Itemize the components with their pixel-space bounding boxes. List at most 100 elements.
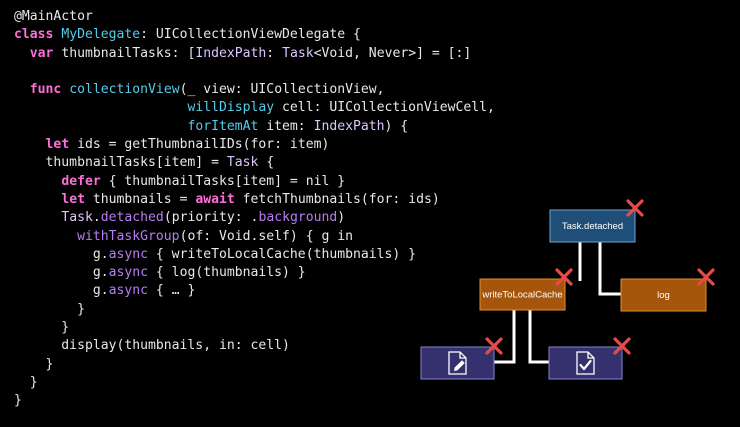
code-line: let thumbnails = await fetchThumbnails(f…: [14, 191, 495, 209]
code-line: g.async { writeToLocalCache(thumbnails) …: [14, 246, 495, 264]
code-token: (priority: .: [163, 210, 259, 226]
checked-document-icon: [576, 351, 595, 375]
code-token: withTaskGroup: [77, 228, 180, 244]
code-token: }: [14, 393, 22, 409]
code-token: .: [92, 210, 101, 226]
code-token: @MainActor: [14, 9, 93, 24]
code-token: await: [195, 191, 235, 207]
code-token: thumbnails =: [84, 191, 196, 207]
node-task-detached-label: Task.detached: [562, 221, 623, 232]
code-token: fetchThumbnails(for: ids): [234, 191, 440, 207]
connector-write-to-child1: [493, 310, 516, 364]
code-line: defer { thumbnailTasks[item] = nil }: [14, 173, 495, 191]
code-token: { writeToLocalCache(thumbnails) }: [148, 246, 417, 262]
node-child-checked-document-box: [548, 346, 623, 380]
node-child-checked-document: [548, 346, 623, 380]
code-token: }: [14, 374, 38, 390]
cancel-x-icon: [697, 268, 715, 286]
code-line: var thumbnailTasks: [IndexPath: Task<Voi…: [14, 45, 495, 63]
code-token: [14, 119, 187, 134]
code-line: thumbnailTasks[item] = Task {: [14, 154, 495, 172]
node-log-box: [620, 278, 707, 312]
code-line: }: [14, 319, 495, 337]
code-token: <Void, Never>] = [:]: [313, 45, 472, 61]
code-token: func: [29, 82, 62, 98]
code-token: (_ view: UICollectionView,: [179, 82, 385, 98]
cancel-x-icon: [626, 199, 644, 217]
code-token: collectionView: [69, 82, 180, 98]
code-line: g.async { log(thumbnails) }: [14, 264, 495, 282]
code-token: ): [337, 210, 346, 226]
code-line: class MyDelegate: UICollectionViewDelega…: [14, 26, 495, 44]
code-token: ids = getThumbnailIDs(for: item): [69, 137, 330, 153]
code-token: }: [14, 356, 54, 372]
node-task-detached: Task.detached: [549, 209, 636, 243]
node-task-detached-box: [549, 209, 636, 243]
code-token: Task: [282, 45, 314, 61]
cancel-x-icon: [613, 337, 631, 355]
code-line: Task.detached(priority: .background): [14, 209, 495, 227]
code-line: let ids = getThumbnailIDs(for: item): [14, 136, 495, 154]
code-token: forItemAt: [187, 118, 259, 134]
code-token: [14, 174, 61, 189]
code-token: g.: [14, 265, 109, 281]
code-token: [14, 192, 61, 207]
code-token: Task: [61, 210, 93, 226]
code-token: thumbnailTasks: [: [53, 45, 196, 61]
code-token: g.: [14, 246, 109, 262]
connector-write-to-child2: [528, 310, 549, 364]
connector-detached-to-log: [598, 242, 621, 296]
code-token: [14, 229, 77, 244]
code-token: { thumbnailTasks[item] = nil }: [100, 173, 346, 189]
node-log: log: [620, 278, 707, 312]
code-token: async: [108, 265, 149, 281]
code-line: withTaskGroup(of: Void.self) { g in: [14, 228, 495, 246]
code-token: async: [108, 246, 149, 262]
code-token: MyDelegate: [61, 27, 141, 43]
code-line: [14, 63, 495, 81]
code-token: cell: UICollectionViewCell,: [274, 100, 495, 116]
connectors: [493, 242, 621, 364]
node-log-label: log: [657, 290, 670, 301]
code-line: }: [14, 392, 495, 410]
code-token: IndexPath: [195, 45, 267, 61]
code-line: }: [14, 374, 495, 392]
code-line: display(thumbnails, in: cell): [14, 337, 495, 355]
code-token: let: [45, 137, 70, 153]
code-token: [14, 100, 187, 115]
code-token: item:: [258, 118, 314, 134]
code-token: [14, 82, 30, 97]
code-token: {: [258, 155, 275, 171]
code-token: (of: Void.self) { g in: [179, 228, 353, 244]
cancel-x-icon: [555, 268, 573, 286]
code-token: ) {: [384, 118, 409, 134]
code-token: class: [14, 27, 54, 43]
code-token: defer: [61, 173, 101, 189]
code-token: var: [29, 45, 54, 61]
code-token: [14, 137, 46, 152]
code-token: async: [108, 283, 149, 299]
code-token: detached: [100, 210, 164, 226]
code-token: display(thumbnails, in: cell): [14, 338, 290, 354]
code-token: :: [266, 45, 283, 61]
code-token: IndexPath: [313, 118, 385, 134]
code-token: : UICollectionViewDelegate {: [140, 27, 361, 43]
code-token: willDisplay: [187, 100, 275, 116]
code-line: @MainActor: [14, 8, 495, 26]
code-line: func collectionView(_ view: UICollection…: [14, 81, 495, 99]
code-token: thumbnailTasks[item] =: [14, 155, 227, 171]
code-token: let: [61, 191, 85, 207]
code-token: }: [14, 301, 85, 317]
code-line: }: [14, 356, 495, 374]
code-token: [14, 210, 61, 225]
code-token: [14, 46, 30, 61]
code-token: Task: [226, 155, 259, 171]
code-line: g.async { … }: [14, 282, 495, 300]
code-token: { log(thumbnails) }: [148, 265, 306, 281]
code-token: { … }: [148, 283, 196, 299]
code-line: willDisplay cell: UICollectionViewCell,: [14, 99, 495, 117]
code-listing: @MainActor class MyDelegate: UICollection…: [14, 8, 495, 411]
code-line: forItemAt item: IndexPath) {: [14, 118, 495, 136]
code-token: g.: [14, 283, 109, 299]
code-line: }: [14, 301, 495, 319]
